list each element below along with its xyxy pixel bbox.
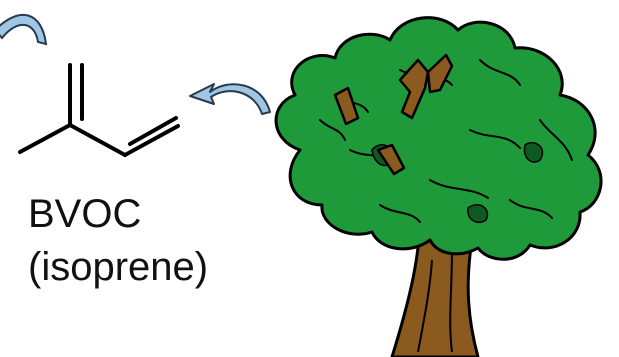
isoprene-molecule-icon xyxy=(18,63,180,157)
tree-branch xyxy=(426,53,454,94)
tree-foliage xyxy=(274,16,603,261)
bond-methyl xyxy=(18,123,72,154)
bond-center xyxy=(68,123,127,157)
curved-arrow-icon xyxy=(189,83,271,115)
tree-branch xyxy=(376,143,406,176)
tree-branch xyxy=(333,86,360,126)
bond-double-right-b xyxy=(128,116,178,146)
curved-arrow-icon xyxy=(0,13,48,46)
tree-branch xyxy=(398,58,430,120)
tree-icon xyxy=(274,16,603,357)
caption-line-bvoc: BVOC xyxy=(28,192,142,236)
tree-trunk xyxy=(390,223,480,357)
caption-line-isoprene: (isoprene) xyxy=(28,245,209,289)
bond-double-right-a xyxy=(123,124,180,157)
